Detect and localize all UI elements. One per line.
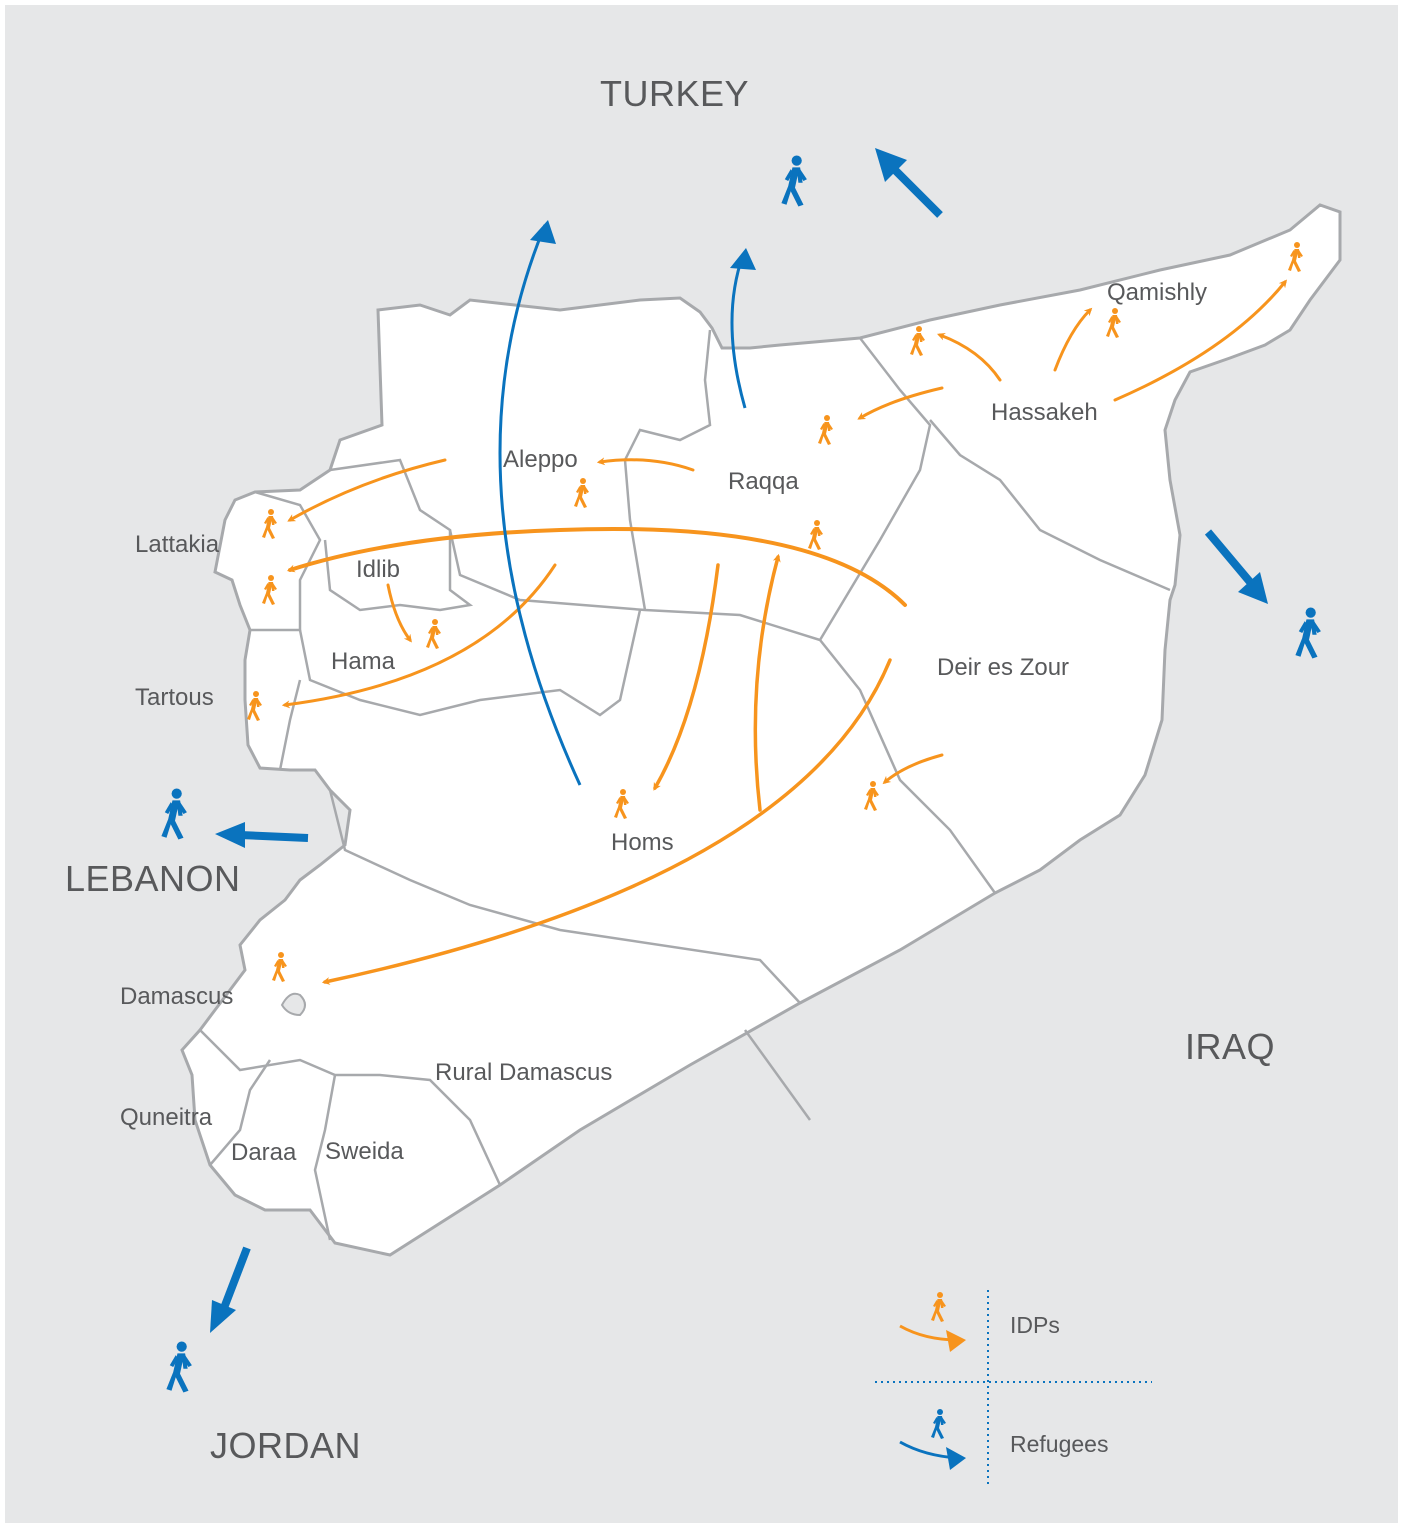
gov-label-hama: Hama [331, 648, 396, 675]
walking-person-icon [166, 1341, 192, 1393]
gov-label-raqqa: Raqqa [728, 468, 799, 495]
idp-flows [281, 279, 1288, 985]
gov-label-sweida: Sweida [325, 1138, 404, 1165]
gov-label-lattakia: Lattakia [135, 531, 220, 558]
country-label-jordan: JORDAN [210, 1425, 362, 1466]
legend [875, 1290, 1152, 1485]
country-label-turkey: TURKEY [600, 73, 750, 114]
walking-person-icon [161, 788, 187, 840]
governorate-boundaries [199, 329, 1171, 1241]
refugee-flows [210, 148, 1268, 1333]
legend-label-idps: IDPs [1010, 1312, 1060, 1338]
gov-label-quneitra: Quneitra [120, 1104, 213, 1131]
refugee-legend-icon [931, 1409, 946, 1439]
syria-outline [180, 203, 1342, 1257]
gov-label-aleppo: Aleppo [503, 446, 578, 473]
gov-label-daraa: Daraa [231, 1139, 297, 1166]
gov-label-qamishly: Qamishly [1107, 279, 1208, 306]
idp-legend-icon [931, 1292, 946, 1322]
country-label-lebanon: LEBANON [65, 858, 241, 899]
gov-label-tartous: Tartous [135, 684, 214, 711]
country-label-iraq: IRAQ [1185, 1026, 1276, 1067]
gov-label-deir-es-zour: Deir es Zour [937, 654, 1070, 681]
gov-label-damascus: Damascus [120, 983, 234, 1010]
gov-label-rural-damascus: Rural Damascus [435, 1059, 613, 1086]
walking-person-icon [781, 155, 807, 207]
gov-label-hassakeh: Hassakeh [991, 399, 1098, 426]
gov-label-idlib: Idlib [356, 556, 401, 583]
legend-label-refugees: Refugees [1010, 1431, 1109, 1457]
walking-person-icon [1295, 607, 1321, 659]
gov-label-homs: Homs [611, 829, 674, 856]
